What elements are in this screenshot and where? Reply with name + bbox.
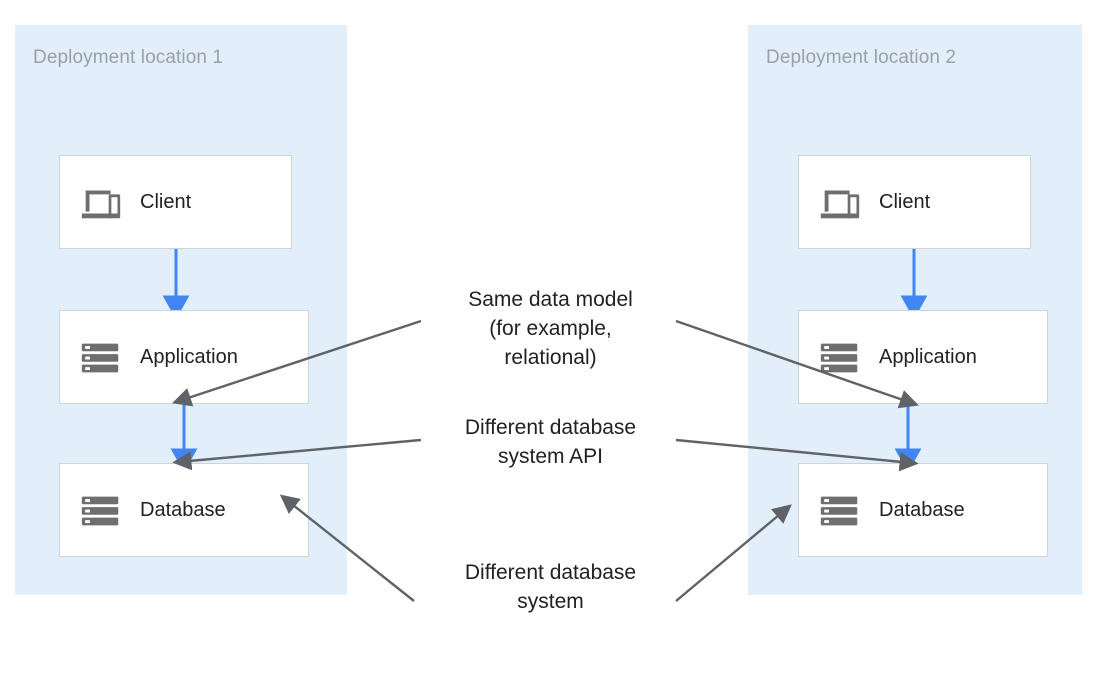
- node-label-client-1: Client: [140, 190, 192, 213]
- node-label-application-1: Application: [140, 345, 238, 368]
- server-stack-icon: [81, 343, 119, 373]
- node-label-client-2: Client: [879, 190, 931, 213]
- devices-icon: [81, 190, 121, 219]
- node-database-1[interactable]: Database: [59, 463, 309, 557]
- zone-title-1: Deployment location 1: [33, 47, 224, 68]
- node-label-database-2: Database: [879, 498, 965, 521]
- server-stack-icon: [820, 496, 858, 526]
- server-stack-icon: [820, 343, 858, 373]
- node-client-1[interactable]: Client: [59, 155, 292, 249]
- node-application-1[interactable]: Application: [59, 310, 309, 404]
- server-stack-icon: [81, 496, 119, 526]
- annotation-different-database-system-api: Different database system API: [464, 416, 637, 468]
- devices-icon: [820, 190, 860, 219]
- annotation-same-data-model: Same data model (for example, relational…: [468, 288, 633, 369]
- node-database-2[interactable]: Database: [798, 463, 1048, 557]
- node-label-application-2: Application: [879, 345, 977, 368]
- annotation-different-database-system: Different database system: [464, 561, 637, 613]
- node-client-2[interactable]: Client: [798, 155, 1031, 249]
- zone-title-2: Deployment location 2: [766, 47, 957, 68]
- node-application-2[interactable]: Application: [798, 310, 1048, 404]
- node-label-database-1: Database: [140, 498, 226, 521]
